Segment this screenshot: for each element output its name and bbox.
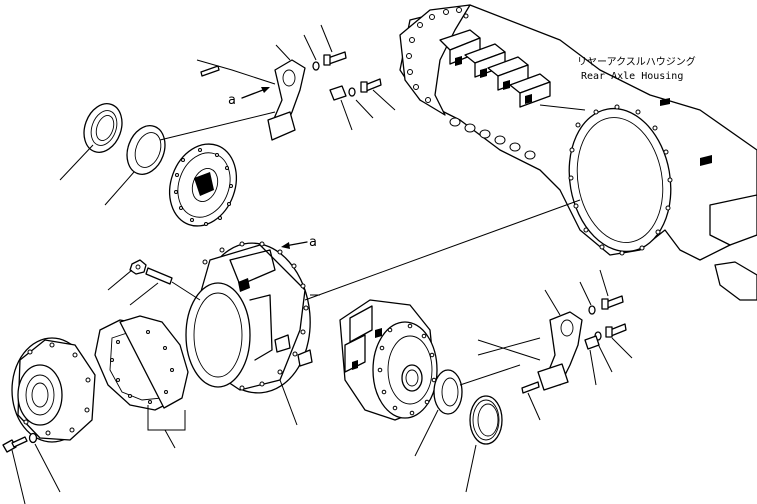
- lower-lock-plate: [584, 335, 600, 350]
- lower-bearing-cone: [469, 395, 503, 445]
- carrier-stud: [145, 267, 173, 285]
- shim-set: [94, 315, 189, 411]
- upper-lock-plate: [329, 85, 356, 101]
- housing-center-flange: [568, 104, 673, 256]
- housing-label-english: Rear Axle Housing: [581, 71, 683, 82]
- marker-a-lower: a: [309, 235, 317, 250]
- flange-hub: [11, 337, 96, 443]
- lower-bolt-2: [594, 323, 627, 341]
- lower-pin: [521, 381, 540, 394]
- housing-label-japanese: リヤーアクスルハウジング: [577, 55, 696, 68]
- upper-bearing-race: [126, 125, 166, 175]
- upper-bolt-1: [323, 51, 347, 66]
- upper-bearing-cap: [267, 59, 306, 141]
- housing-flange-holes: [406, 7, 469, 103]
- carrier-nut: [129, 259, 147, 275]
- lower-bearing-cap: [537, 311, 583, 391]
- lower-bearing-race: [433, 369, 463, 415]
- upper-pin: [200, 65, 220, 77]
- upper-bolt-2: [360, 78, 382, 93]
- upper-washer: [312, 61, 320, 71]
- marker-a-upper: a: [228, 93, 236, 108]
- upper-bearing-gear: [169, 143, 237, 227]
- lower-washer: [588, 305, 596, 315]
- differential-carrier: [185, 241, 313, 394]
- upper-oil-seal: [83, 103, 123, 153]
- housing-right-arm: [709, 194, 757, 246]
- differential-case: [339, 299, 438, 421]
- lower-bolt-1: [601, 295, 624, 310]
- hub-bolt: [2, 436, 28, 453]
- housing-lower-bolts: [449, 117, 536, 160]
- rear-axle-housing: リヤーアクスルハウジング Rear Axle Housing: [399, 4, 757, 301]
- housing-mount-bracket: [714, 261, 757, 301]
- hub-washer: [28, 432, 38, 444]
- housing-ribs: [439, 29, 551, 108]
